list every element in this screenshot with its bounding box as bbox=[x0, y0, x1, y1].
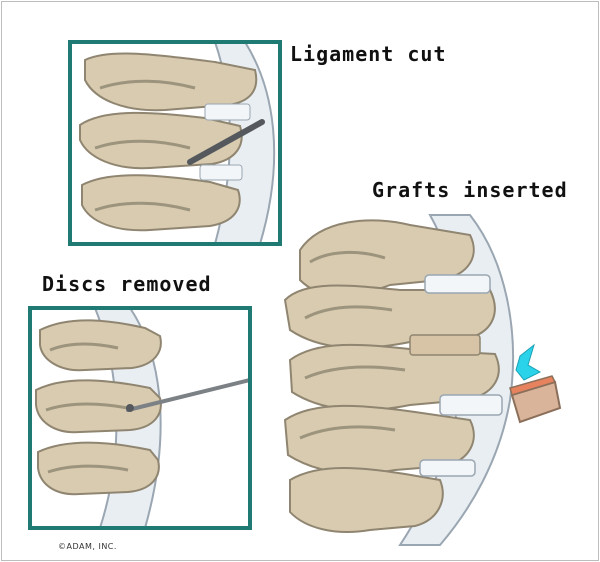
label-discs-removed: Discs removed bbox=[42, 272, 212, 296]
copyright-text: ©ADAM, INC. bbox=[58, 542, 117, 551]
main-disc-2 bbox=[440, 395, 502, 415]
main-vertebra-5 bbox=[290, 468, 443, 532]
main-disc-3 bbox=[420, 460, 475, 476]
main-spine bbox=[285, 215, 560, 545]
inset-ligament-cut bbox=[70, 42, 280, 244]
main-graft-1 bbox=[410, 335, 480, 355]
label-ligament-cut: Ligament cut bbox=[290, 42, 447, 66]
main-disc-1 bbox=[425, 275, 490, 293]
label-grafts-inserted: Grafts inserted bbox=[372, 178, 568, 202]
inset-discs-removed bbox=[30, 308, 250, 528]
graft-marker bbox=[516, 345, 540, 380]
bone-graft bbox=[510, 376, 560, 422]
